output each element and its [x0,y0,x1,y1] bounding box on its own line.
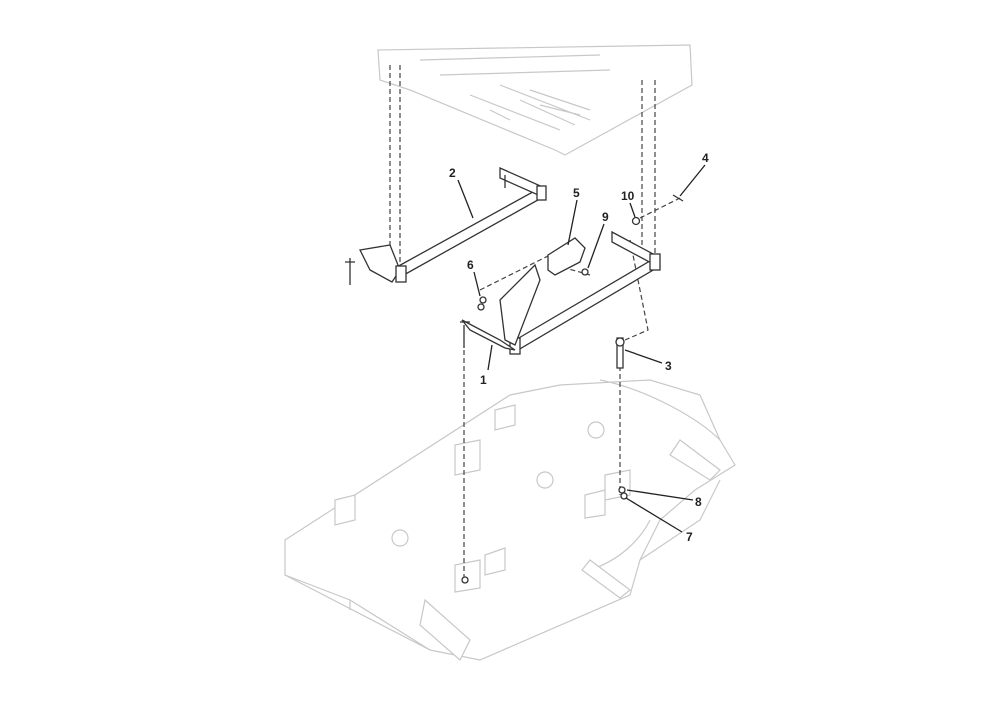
callout-3: 3 [665,359,672,373]
mower-deck-ghost [284,379,736,661]
part-5-bracket [547,237,586,276]
leader-lines [457,164,706,533]
callout-4: 4 [702,151,709,165]
callout-6: 6 [467,258,474,272]
part-2-rear-bar [345,166,547,285]
part-1-front-bar [460,230,661,355]
callout-5: 5 [573,186,580,200]
callout-1: 1 [480,373,487,387]
frame-ghost [377,44,693,156]
hardware [461,194,684,584]
part-3-rod [615,337,625,369]
callout-9: 9 [602,210,609,224]
callout-7: 7 [686,530,693,544]
callout-10: 10 [621,189,635,203]
alignment-lines [389,65,681,580]
callout-8: 8 [695,495,702,509]
callout-2: 2 [449,166,456,180]
